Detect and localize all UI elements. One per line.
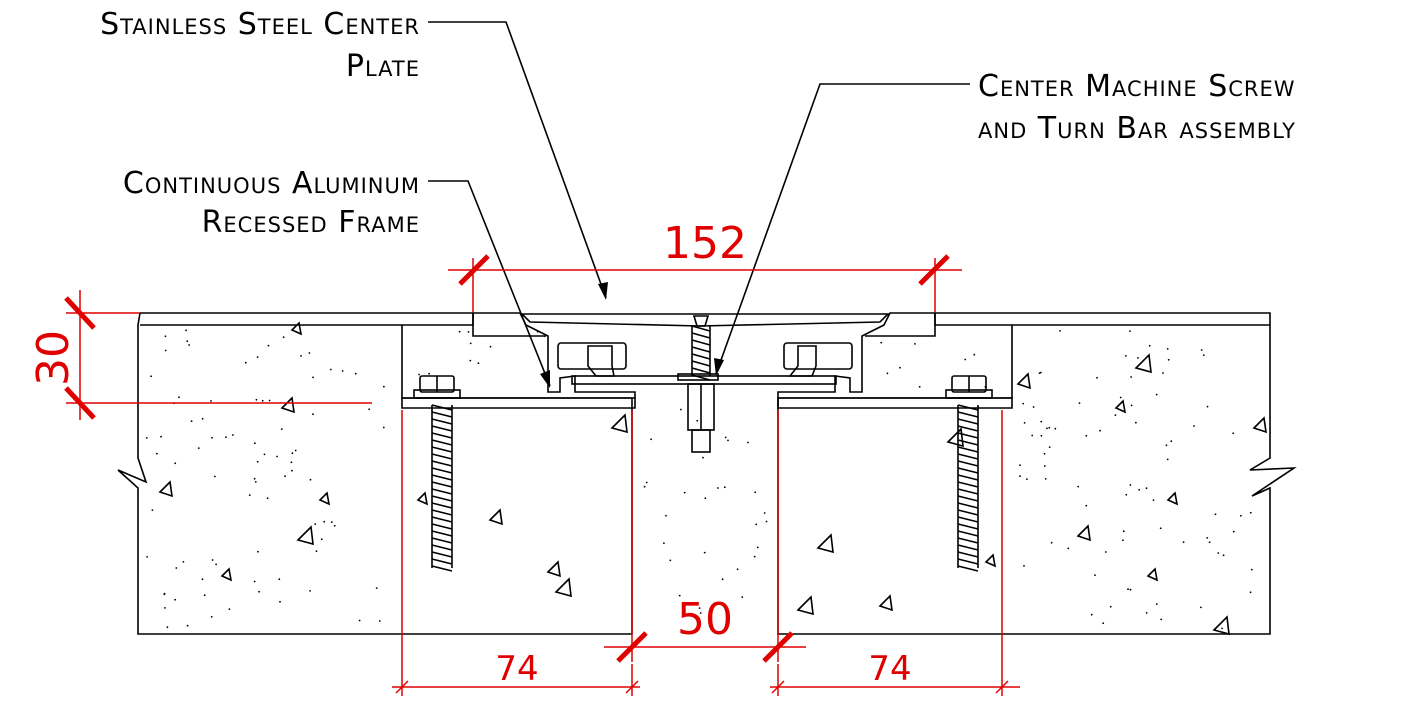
right-concrete-slab	[777, 312, 1297, 635]
left-concrete-slab	[117, 312, 633, 635]
leader-machine-screw	[714, 83, 970, 376]
dimension-left-frame-label: 74	[495, 649, 538, 689]
dimension-overall-width	[448, 254, 962, 312]
dimension-left-frame	[392, 410, 640, 696]
callout-machine-screw-line2: and Turn Bar assembly	[978, 111, 1296, 146]
callout-recessed-frame-line1: Continuous Aluminum	[123, 166, 420, 201]
dimension-gap-label: 50	[677, 594, 733, 645]
concrete-aggregate-hatch	[145, 321, 1267, 636]
leader-center-plate	[428, 21, 608, 300]
right-aluminum-frame	[777, 312, 1013, 409]
stainless-center-plate	[520, 313, 890, 327]
leader-recessed-frame	[428, 180, 551, 388]
right-anchor-bolt	[945, 375, 993, 572]
dimension-right-frame-label: 74	[868, 649, 911, 689]
callout-recessed-frame-line2: Recessed Frame	[202, 205, 420, 240]
dimension-gap	[604, 410, 806, 663]
dimension-depth	[64, 290, 372, 420]
dimension-overall-width-label: 152	[663, 218, 747, 269]
left-aluminum-frame	[401, 312, 636, 409]
callout-center-plate-line2: Plate	[346, 49, 420, 84]
dimension-right-frame	[770, 410, 1020, 696]
callout-center-plate-line1: Stainless Steel Center	[100, 7, 420, 42]
callout-machine-screw-line1: Center Machine Screw	[978, 69, 1296, 104]
dimension-depth-label: 30	[28, 330, 79, 386]
left-anchor-bolt	[413, 375, 461, 572]
center-machine-screw	[687, 315, 715, 453]
